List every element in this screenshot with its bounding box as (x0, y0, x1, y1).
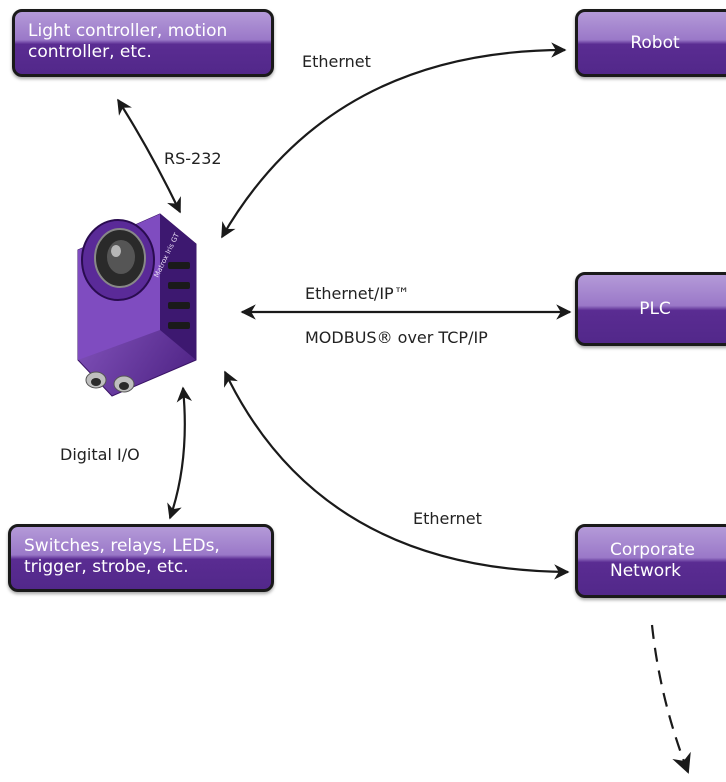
light-controller-line-2: controller, etc. (28, 42, 152, 62)
ethernet-robot-label: Ethernet (302, 52, 371, 71)
rs232-connector (117, 98, 181, 214)
corporate-network-line-2: Network (610, 561, 681, 581)
digital-io-connector (167, 386, 193, 520)
light-controller-line-1: Light controller, motion (28, 21, 228, 41)
ethernet-ip-label: Ethernet/IP™ (305, 284, 410, 303)
modbus-label: MODBUS® over TCP/IP (305, 328, 488, 347)
ethernet-corporate-label: Ethernet (413, 509, 482, 528)
robot-label: Robot (630, 32, 680, 53)
switches-line-1: Switches, relays, LEDs, (24, 536, 220, 556)
ethernet-corporate-connector (224, 370, 570, 580)
ethernet-robot-connector (221, 42, 567, 239)
switches-line-2: trigger, strobe, etc. (24, 557, 189, 577)
corporate-network-line-1: Corporate (610, 540, 695, 560)
corporate-network-node: Corporate Network (575, 524, 726, 598)
robot-node: Robot (575, 9, 726, 77)
plc-node: PLC (575, 272, 726, 346)
digital-io-label: Digital I/O (60, 445, 140, 464)
smart-camera-image: Matrox Iris GT (77, 213, 197, 397)
plc-label: PLC (639, 298, 671, 319)
corporate-network-outbound-connector (650, 624, 691, 774)
rs232-label: RS-232 (164, 149, 222, 168)
